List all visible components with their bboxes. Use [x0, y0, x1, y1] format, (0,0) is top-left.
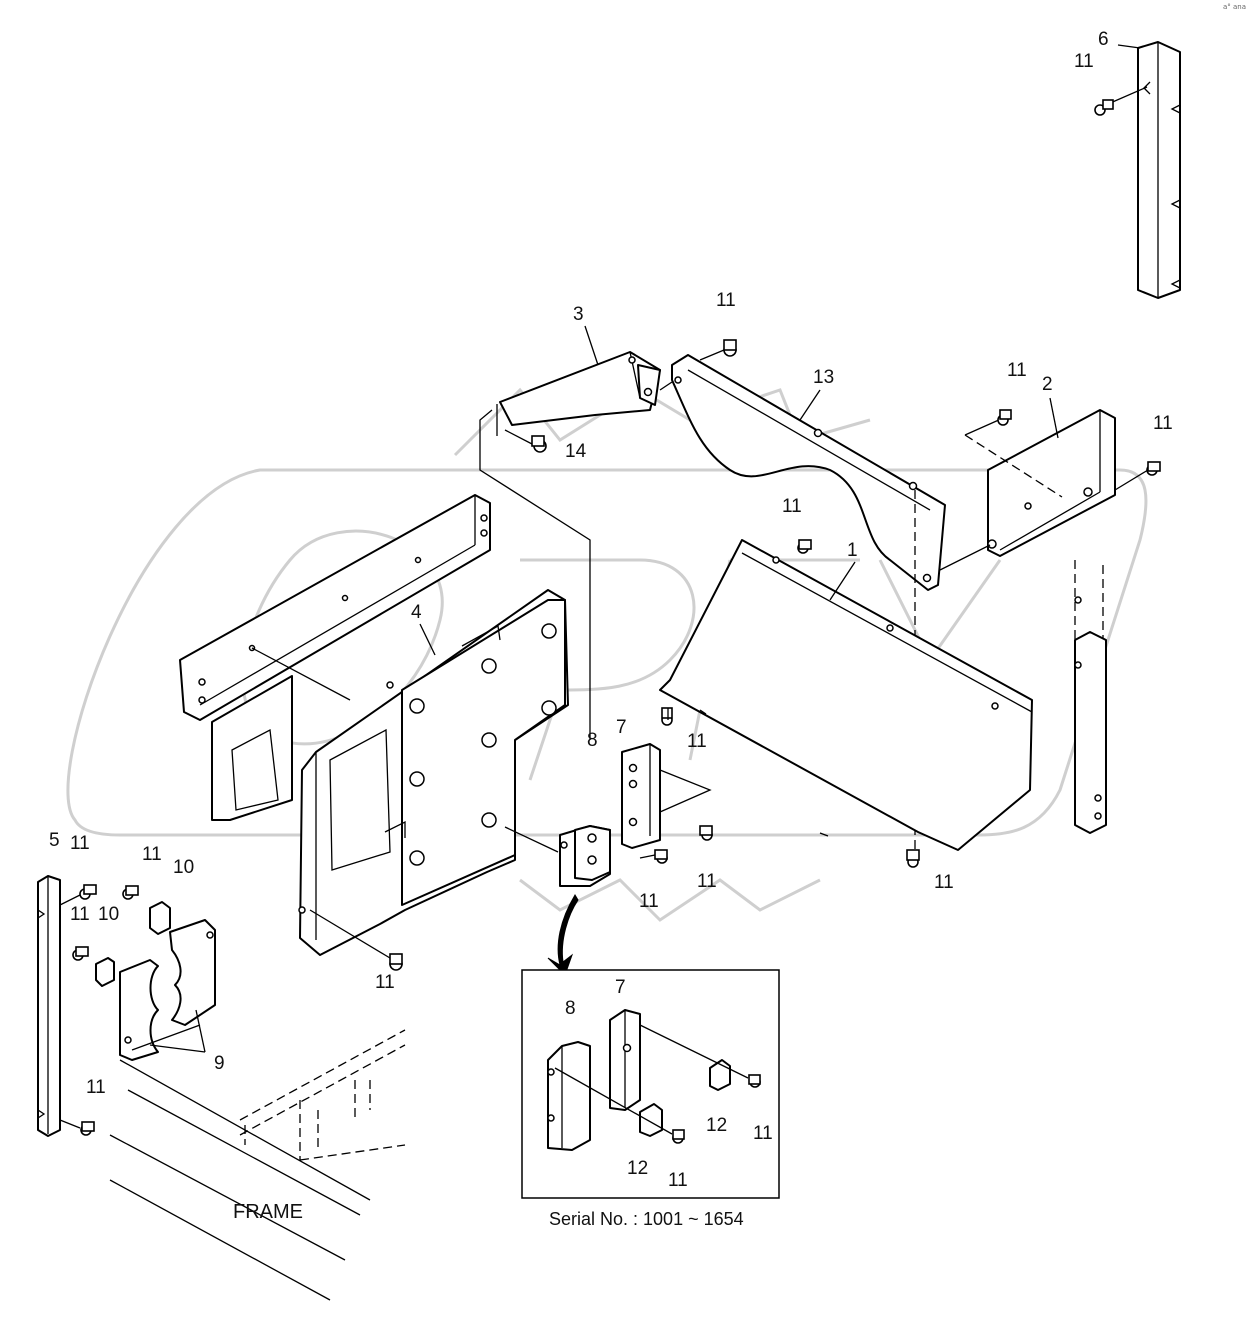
- callout-label: 6: [1098, 29, 1109, 50]
- part-5-left-channel: [37, 875, 61, 1137]
- callout-label: 10: [98, 904, 119, 925]
- callout-label: 11: [716, 290, 736, 311]
- callout-label: 1: [847, 540, 858, 561]
- bolt-icon: [1146, 461, 1161, 476]
- callout-label: 11: [70, 904, 90, 925]
- callout-label: 11: [639, 891, 659, 912]
- inset-caption: Serial No. : 1001 ~ 1654: [549, 1209, 744, 1229]
- callout-label: 11: [1074, 51, 1094, 72]
- bolt-icon: [654, 849, 668, 864]
- callout-label: 11: [142, 844, 162, 865]
- part-10-clips: [95, 901, 171, 987]
- callout-label: 4: [411, 602, 422, 623]
- callout-label: 11: [1007, 360, 1027, 381]
- bolt-icon: [531, 435, 547, 453]
- callout-label: 11: [1153, 413, 1173, 434]
- right-vertical-channel: [1074, 560, 1107, 834]
- bolts: [59, 99, 1161, 1136]
- corner-mark: a° ana: [1222, 3, 1246, 11]
- callout-label: 13: [813, 367, 834, 388]
- bolt-icon: [661, 707, 673, 726]
- bolt-icon: [72, 946, 89, 961]
- callout-label: 12: [627, 1158, 648, 1179]
- frame-structure: [109, 1029, 406, 1301]
- callout-label: 11: [668, 1170, 688, 1191]
- inset-detail-box: [521, 969, 780, 1199]
- callout-label: 10: [173, 857, 194, 878]
- callout-label: 14: [565, 441, 587, 462]
- callout-label: 11: [697, 871, 717, 892]
- part-8-block: [504, 825, 611, 887]
- callout-label: 11: [753, 1123, 773, 1144]
- part-3-bracket: [479, 351, 661, 740]
- callout-label: 8: [587, 730, 598, 751]
- bolt-icon: [906, 849, 920, 868]
- part-4-side-panel: [298, 589, 569, 956]
- part-6-vertical-channel: [1107, 41, 1181, 299]
- bolt-icon: [797, 539, 812, 554]
- callout-label: 11: [375, 972, 395, 993]
- bolt-icon: [997, 409, 1012, 426]
- callout-label: 11: [70, 833, 90, 854]
- callout-label: 11: [86, 1077, 106, 1098]
- rear-frame: [179, 494, 491, 821]
- bolt-icon: [79, 884, 97, 900]
- bolt-icon: [1094, 99, 1114, 116]
- callout-label: 7: [615, 977, 626, 998]
- callout-label: 11: [934, 872, 954, 893]
- part-1-floor-plate: [659, 539, 1033, 851]
- callout-label: 3: [573, 304, 584, 325]
- callout-label: 9: [214, 1053, 225, 1074]
- callout-label: 12: [706, 1115, 727, 1136]
- bolt-icon: [748, 1074, 761, 1088]
- bolt-icon: [672, 1129, 685, 1144]
- part-9-clamps: [119, 919, 216, 1061]
- frame-label: FRAME: [233, 1201, 303, 1223]
- callout-label: 5: [49, 830, 60, 851]
- callout-label: 11: [782, 496, 802, 517]
- bolt-icon: [699, 825, 713, 841]
- bolt-icon: [723, 339, 737, 357]
- callout-label: 7: [616, 717, 627, 738]
- inset-pointer-arrow: [547, 894, 579, 976]
- callout-label: 11: [687, 731, 707, 752]
- callout-labels: 6 11 3 11 13 11 2 11 14 11 1 4 8 7 11 11…: [49, 29, 1173, 1191]
- callout-label: 2: [1042, 374, 1053, 395]
- bolt-icon: [122, 885, 139, 900]
- part-13-upper-panel: [659, 354, 946, 850]
- callout-label: 8: [565, 998, 576, 1019]
- bolt-icon: [80, 1121, 95, 1136]
- part-2-right-bracket: [939, 409, 1116, 571]
- part-7-block: [621, 743, 712, 849]
- bolt-icon: [389, 953, 403, 971]
